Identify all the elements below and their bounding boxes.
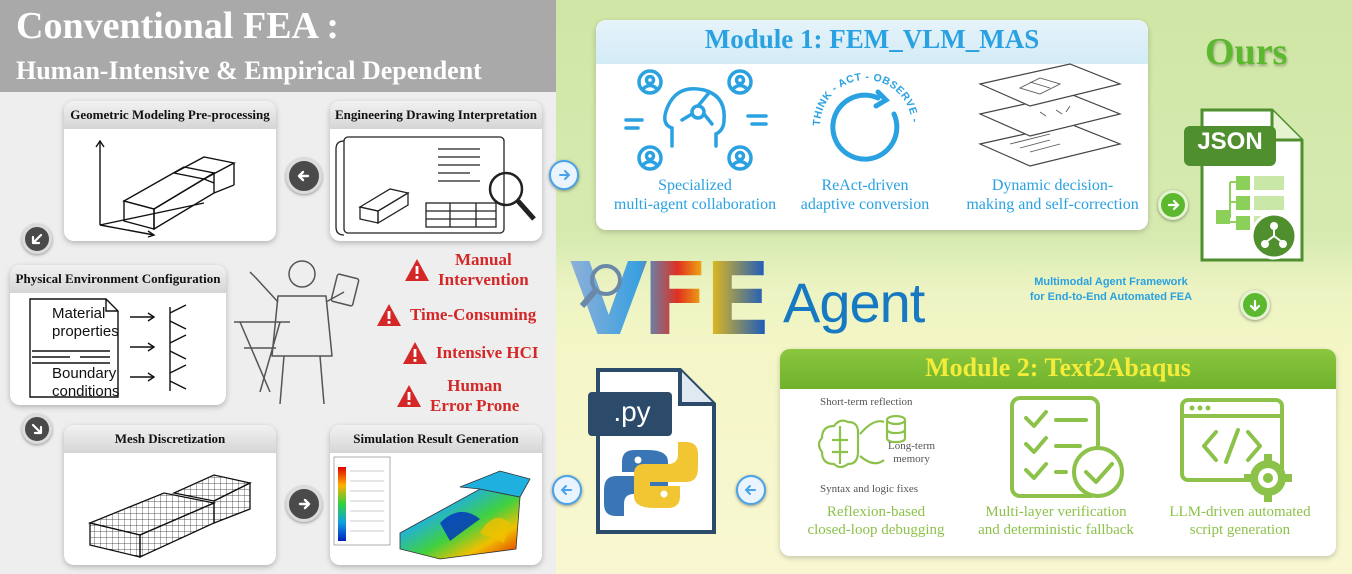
physical-environment-title: Physical Environment Configuration <box>10 265 226 293</box>
warning-triangle-icon <box>403 342 427 364</box>
physical-config-drawing <box>29 298 187 398</box>
engineer-figure-icon <box>234 260 360 405</box>
short-term-reflection-label: Short-term reflection <box>820 396 913 408</box>
layered-sheets-icon <box>978 63 1122 167</box>
blueprint-magnifier-drawing <box>335 136 536 236</box>
conventional-fea-subtitle: Human-Intensive & Empirical Dependent <box>16 56 482 85</box>
arrow-down-right-icon <box>22 414 52 444</box>
stress-contour-drawing <box>333 456 531 560</box>
warning-intensive-hci: Intensive HCI <box>402 341 538 365</box>
geometric-modeling-card: Geometric Modeling Pre-processing <box>64 101 276 241</box>
checklist-verify-icon <box>1010 396 1124 498</box>
ours-title: Ours <box>1205 31 1288 73</box>
simulation-result-card: Simulation Result Generation <box>330 425 542 565</box>
geometric-model-drawing <box>95 139 237 238</box>
module1-title: Module 1: FEM_VLM_MAS <box>704 24 1040 54</box>
warning-time-consuming: Time-Consuming <box>376 303 536 327</box>
mesh-discretization-card: Mesh Discretization <box>64 425 276 565</box>
module2-title: Module 2: Text2Abaqus <box>925 353 1191 382</box>
geometric-modeling-title: Geometric Modeling Pre-processing <box>64 101 276 129</box>
code-gear-icon <box>1180 398 1292 502</box>
mesh-discretization-title: Mesh Discretization <box>64 425 276 453</box>
multi-agent-head-icon <box>624 69 768 171</box>
mesh-model-drawing <box>87 474 252 559</box>
vfe-logo-mark: VFE <box>570 241 772 344</box>
conventional-fea-title: Conventional FEA : <box>16 5 340 47</box>
material-properties-label: Material properties <box>52 305 119 340</box>
agent-word: Agent <box>783 271 925 334</box>
module1-item3-label: Dynamic decision-making and self-correct… <box>966 177 1139 213</box>
arrow-left-icon <box>286 158 322 194</box>
json-file-icon <box>1184 108 1304 262</box>
py-label: .py <box>613 396 651 427</box>
arrow-down-left-icon <box>22 224 52 254</box>
conventional-fea-header <box>0 0 556 92</box>
module1-header <box>596 20 1148 64</box>
json-label: JSON <box>1197 128 1263 155</box>
warning-triangle-icon <box>405 259 429 281</box>
module2-header <box>780 349 1336 389</box>
arrow-right-connector-icon <box>549 160 579 190</box>
warning-triangle-icon <box>377 304 401 326</box>
brain-memory-icon <box>817 414 907 469</box>
physical-environment-card: Physical Environment Configuration Mater… <box>10 265 226 405</box>
python-file-icon <box>588 368 716 534</box>
drawing-interpretation-card: Engineering Drawing Interpretation <box>330 101 542 241</box>
boundary-conditions-label: Boundary conditions <box>52 365 120 400</box>
syntax-logic-fixes-label: Syntax and logic fixes <box>820 483 919 495</box>
arrow-right-green-icon <box>1158 190 1188 220</box>
simulation-result-title: Simulation Result Generation <box>330 425 542 453</box>
react-cycle-icon: THINK - ACT - OBSERVE - REFLECT <box>800 64 921 162</box>
arrow-left-connector-icon <box>552 475 582 505</box>
arrow-right-icon <box>286 486 322 522</box>
warning-triangle-icon <box>397 385 421 407</box>
arrow-down-green-icon <box>1240 290 1270 320</box>
drawing-interpretation-title: Engineering Drawing Interpretation <box>330 101 542 129</box>
arrow-left-module2-icon <box>736 475 766 505</box>
